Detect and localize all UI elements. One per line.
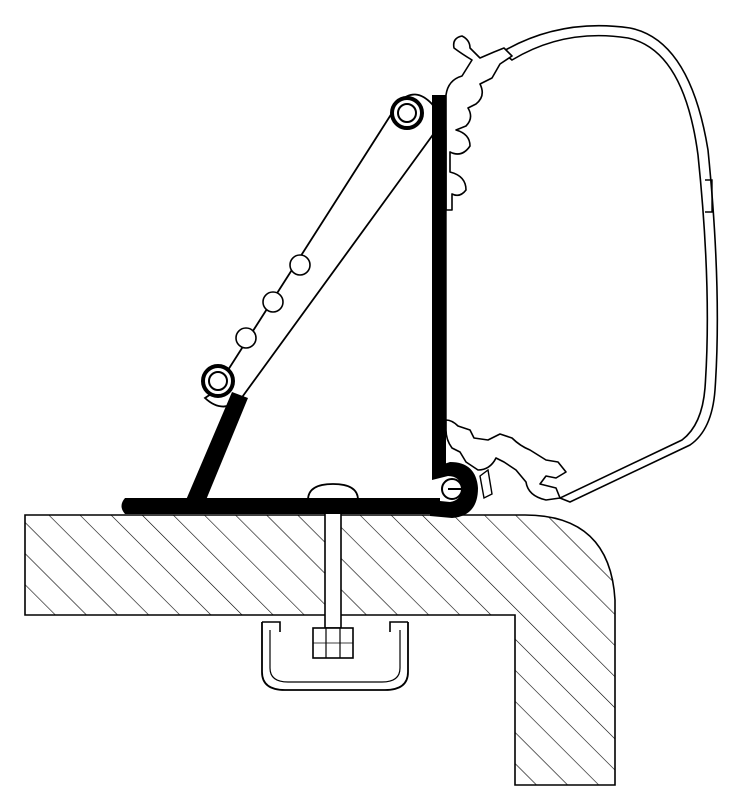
cassette-seam bbox=[705, 179, 713, 213]
cassette-wedge bbox=[479, 468, 493, 500]
pivot-clamp bbox=[441, 478, 463, 500]
bolt-shaft bbox=[324, 509, 342, 629]
roof-hatched-body bbox=[24, 514, 616, 786]
mounting-bracket bbox=[121, 88, 478, 518]
roof-section bbox=[24, 514, 616, 786]
support-arm-body bbox=[203, 93, 439, 408]
bolt-head bbox=[307, 483, 359, 501]
cassette-lower-profile bbox=[445, 419, 567, 501]
bracket-clamp-ring bbox=[430, 462, 478, 518]
cassette-outer-shell bbox=[500, 24, 719, 503]
bracket-diagonal-leg bbox=[186, 392, 248, 500]
arm-hole-2 bbox=[262, 291, 284, 313]
pivot-lower bbox=[201, 364, 235, 398]
support-arm bbox=[203, 93, 439, 408]
rail-channel-inner bbox=[269, 630, 401, 683]
arm-hole-3 bbox=[235, 327, 257, 349]
pivot-upper bbox=[390, 96, 424, 130]
bracket-upright bbox=[432, 95, 446, 470]
arm-hole-1 bbox=[289, 254, 311, 276]
awning-cassette bbox=[445, 24, 719, 503]
bracket-base-plate bbox=[121, 498, 440, 514]
rail-channel-lips bbox=[262, 621, 408, 632]
cassette-upper-profile bbox=[445, 35, 513, 211]
